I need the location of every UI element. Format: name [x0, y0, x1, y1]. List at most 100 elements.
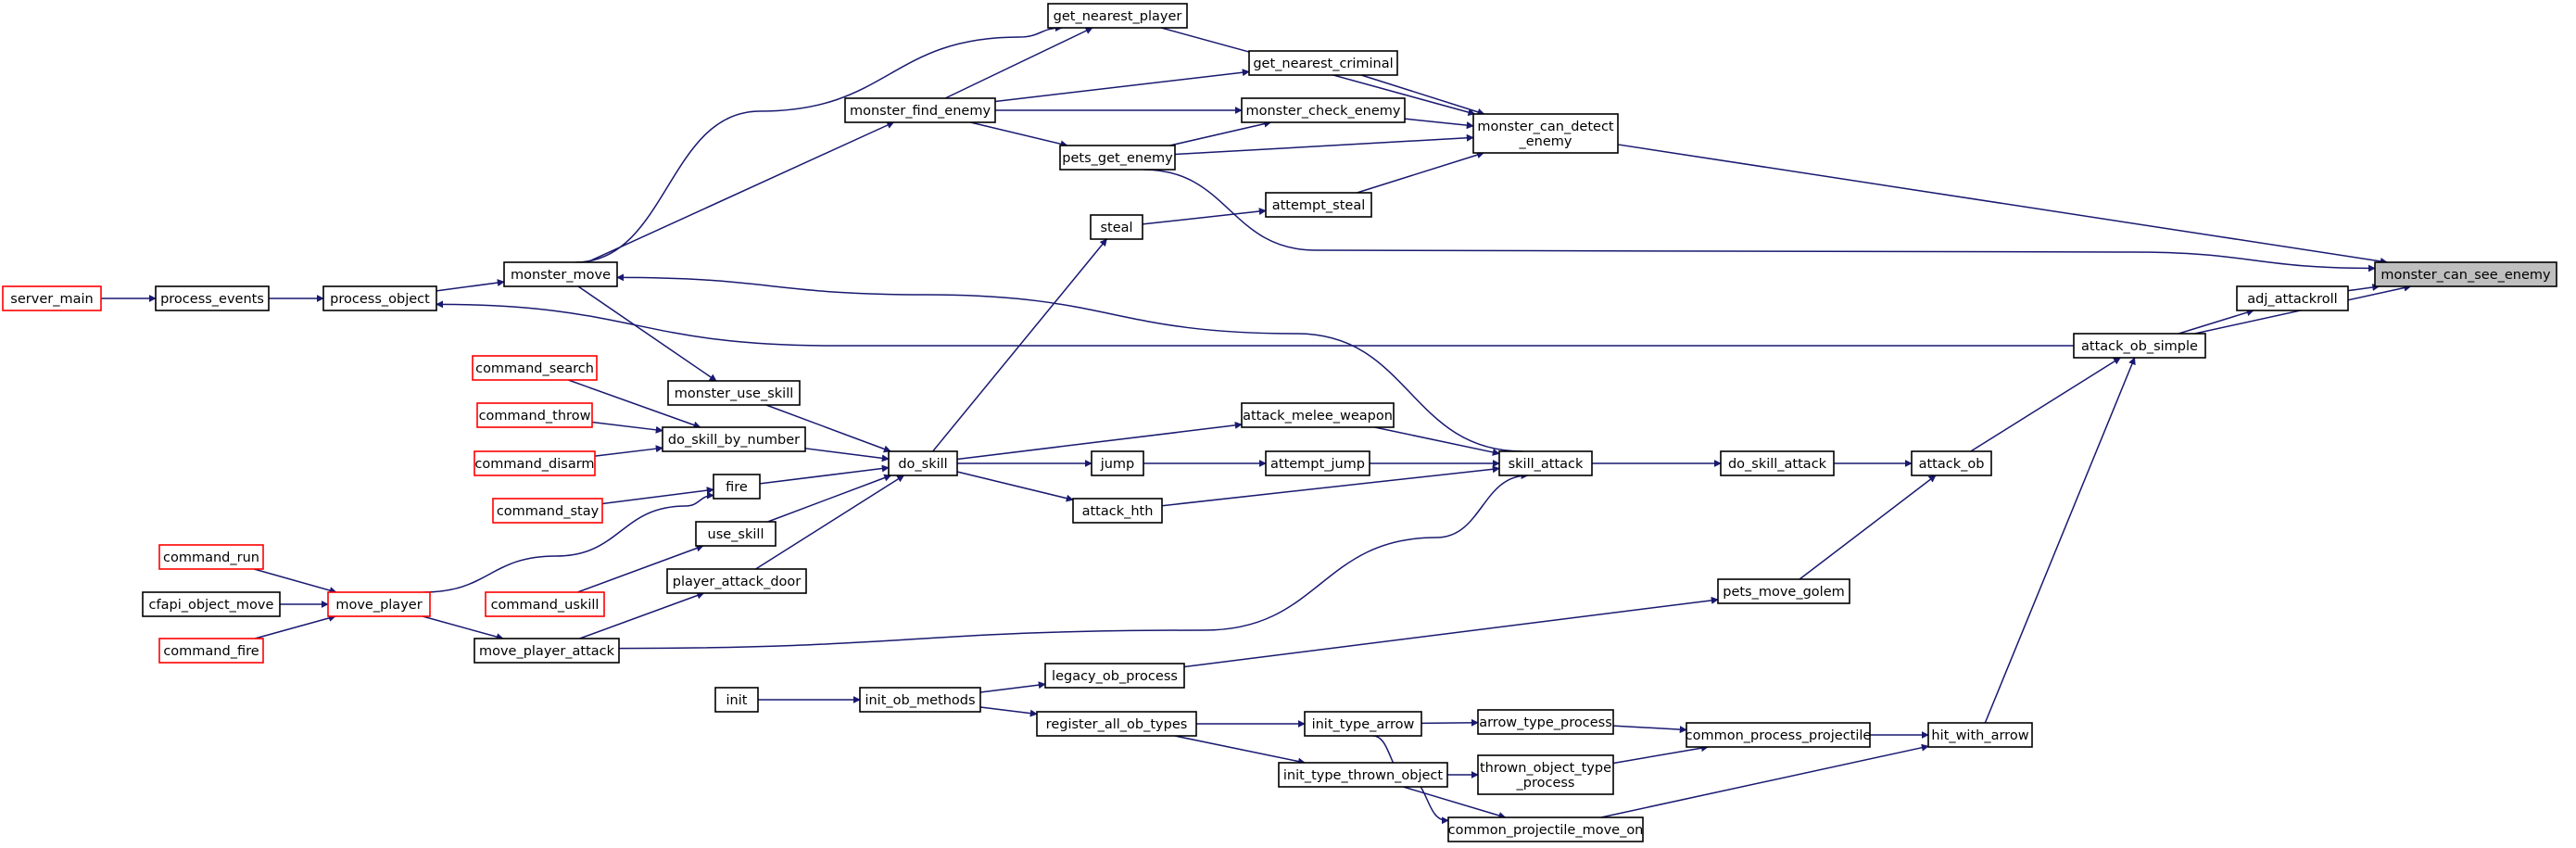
node-attack-ob[interactable]: attack_ob [1911, 450, 1992, 476]
node-label: register_all_ob_types [1046, 717, 1188, 732]
node-box [713, 474, 761, 500]
node-common-process-projectile[interactable]: common_process_projectile [1686, 722, 1872, 748]
node-do-skill-attack[interactable]: do_skill_attack [1720, 450, 1835, 476]
node-init-type-thrown-object[interactable]: init_type_thrown_object [1278, 762, 1448, 788]
edge-attack-melee-weapon-to-skill-attack [1374, 426, 1500, 456]
node-label: command_search [475, 361, 594, 376]
node-label: attack_hth [1082, 504, 1154, 519]
node-steal[interactable]: steal [1090, 214, 1143, 240]
node-skill-attack[interactable]: skill_attack [1498, 450, 1593, 476]
node-move-player-attack[interactable]: move_player_attack [474, 638, 620, 664]
edge-attack-hth-to-skill-attack [1161, 465, 1500, 507]
node-do-skill-by-number[interactable]: do_skill_by_number [662, 426, 806, 452]
node-label: command_throw [479, 409, 591, 424]
node-label: common_projectile_move_on [1448, 823, 1644, 838]
node-label: get_nearest_player [1054, 9, 1182, 24]
node-box [714, 687, 759, 713]
node-box [1472, 113, 1619, 154]
node-box [1447, 816, 1644, 842]
edge-get-nearest-criminal-to-monster-can-detect-enemy [1360, 74, 1485, 116]
edge-monster-move-to-monster-use-skill [577, 285, 717, 382]
edge-legacy-ob-process-to-pets-move-golem [1183, 596, 1719, 668]
node-label: command_uskill [491, 598, 600, 613]
node-box [327, 591, 431, 617]
edge-common-projectile-move-on-to-hit-with-arrow [1600, 743, 1929, 818]
node-label: skill_attack [1509, 457, 1584, 472]
edge-do-skill-by-number-to-do-skill [804, 448, 890, 462]
node-init-ob-methods[interactable]: init_ob_methods [859, 687, 981, 713]
node-label: pets_get_enemy [1062, 151, 1173, 166]
node-process-events[interactable]: process_events [155, 285, 270, 311]
node-command-search[interactable]: command_search [472, 355, 598, 381]
node-command-fire[interactable]: command_fire [158, 638, 264, 664]
node-box [1090, 214, 1143, 240]
edge-monster-check-enemy-to-monster-can-detect-enemy [1404, 118, 1474, 130]
node-get-nearest-criminal[interactable]: get_nearest_criminal [1248, 50, 1398, 76]
node-init[interactable]: init [714, 687, 759, 713]
edge-move-player-attack-to-player-attack-door [579, 591, 705, 639]
node-monster-can-see-enemy[interactable]: monster_can_see_enemy [2374, 261, 2557, 287]
node-register-all-ob-types[interactable]: register_all_ob_types [1036, 711, 1197, 737]
node-attack-ob-simple[interactable]: attack_ob_simple [2073, 333, 2206, 359]
node-monster-use-skill[interactable]: monster_use_skill [667, 380, 801, 406]
node-thrown-object-type-process[interactable]: thrown_object_type_process [1477, 754, 1614, 795]
node-fire[interactable]: fire [713, 474, 761, 500]
node-label: move_player_attack [479, 644, 615, 659]
node-hit-with-arrow[interactable]: hit_with_arrow [1927, 722, 2033, 748]
node-box [695, 521, 777, 547]
node-command-disarm[interactable]: command_disarm [474, 450, 596, 476]
node-do-skill[interactable]: do_skill [888, 450, 958, 476]
node-box [667, 380, 801, 406]
edge-monster-move-to-monster-find-enemy [587, 121, 895, 263]
node-monster-check-enemy[interactable]: monster_check_enemy [1241, 97, 1406, 123]
edge-do-skill-to-attack-hth [956, 471, 1074, 502]
node-box [1477, 754, 1614, 795]
node-monster-can-detect-enemy[interactable]: monster_can_detect_enemy [1472, 113, 1619, 154]
node-label: do_skill_attack [1728, 457, 1827, 472]
node-box [158, 544, 264, 570]
node-get-nearest-player[interactable]: get_nearest_player [1047, 3, 1188, 29]
edge-thrown-object-type-process-to-common-process-projectile [1612, 744, 1709, 765]
node-attack-hth[interactable]: attack_hth [1072, 498, 1163, 524]
node-label: hit_with_arrow [1931, 728, 2028, 743]
node-attempt-steal[interactable]: attempt_steal [1265, 192, 1372, 218]
node-label: common_process_projectile [1686, 728, 1872, 743]
node-monster-move[interactable]: monster_move [503, 261, 618, 287]
edge-player-attack-door-to-do-skill [755, 475, 905, 570]
node-process-object[interactable]: process_object [322, 285, 437, 311]
edge-attempt-steal-to-monster-can-detect-enemy [1357, 151, 1484, 194]
node-box [1717, 578, 1850, 604]
node-common-projectile-move-on[interactable]: common_projectile_move_on [1447, 816, 1644, 842]
node-legacy-ob-process[interactable]: legacy_ob_process [1044, 663, 1185, 689]
node-command-throw[interactable]: command_throw [476, 402, 593, 428]
node-attack-melee-weapon[interactable]: attack_melee_weapon [1241, 402, 1395, 428]
node-label: monster_can_detect [1477, 120, 1614, 134]
node-pets-get-enemy[interactable]: pets_get_enemy [1059, 145, 1176, 171]
node-command-run[interactable]: command_run [158, 544, 264, 570]
node-box [666, 568, 807, 594]
edge-monster-move-to-get-nearest-player [575, 24, 1063, 263]
node-monster-find-enemy[interactable]: monster_find_enemy [844, 97, 996, 123]
node-command-uskill[interactable]: command_uskill [485, 591, 605, 617]
node-attempt-jump[interactable]: attempt_jump [1265, 450, 1370, 476]
node-adj-attackroll[interactable]: adj_attackroll [2236, 285, 2349, 311]
node-use-skill[interactable]: use_skill [695, 521, 777, 547]
node-box [1927, 722, 2033, 748]
node-box [1720, 450, 1835, 476]
node-pets-move-golem[interactable]: pets_move_golem [1717, 578, 1850, 604]
node-box [1265, 450, 1370, 476]
node-cfapi-object-move[interactable]: cfapi_object_move [142, 591, 281, 617]
node-player-attack-door[interactable]: player_attack_door [666, 568, 807, 594]
node-arrow-type-process[interactable]: arrow_type_process [1477, 709, 1614, 735]
node-command-stay[interactable]: command_stay [492, 498, 603, 524]
node-label: command_disarm [474, 457, 594, 472]
node-box [1265, 192, 1372, 218]
node-server-main[interactable]: server_main [2, 285, 102, 311]
node-jump[interactable]: jump [1091, 450, 1144, 476]
edge-monster-can-detect-enemy-to-monster-can-see-enemy [1617, 144, 2388, 265]
edge-process-object-to-monster-move [436, 279, 505, 292]
node-move-player[interactable]: move_player [327, 591, 431, 617]
node-box [1059, 145, 1176, 171]
node-init-type-arrow[interactable]: init_type_arrow [1304, 711, 1422, 737]
